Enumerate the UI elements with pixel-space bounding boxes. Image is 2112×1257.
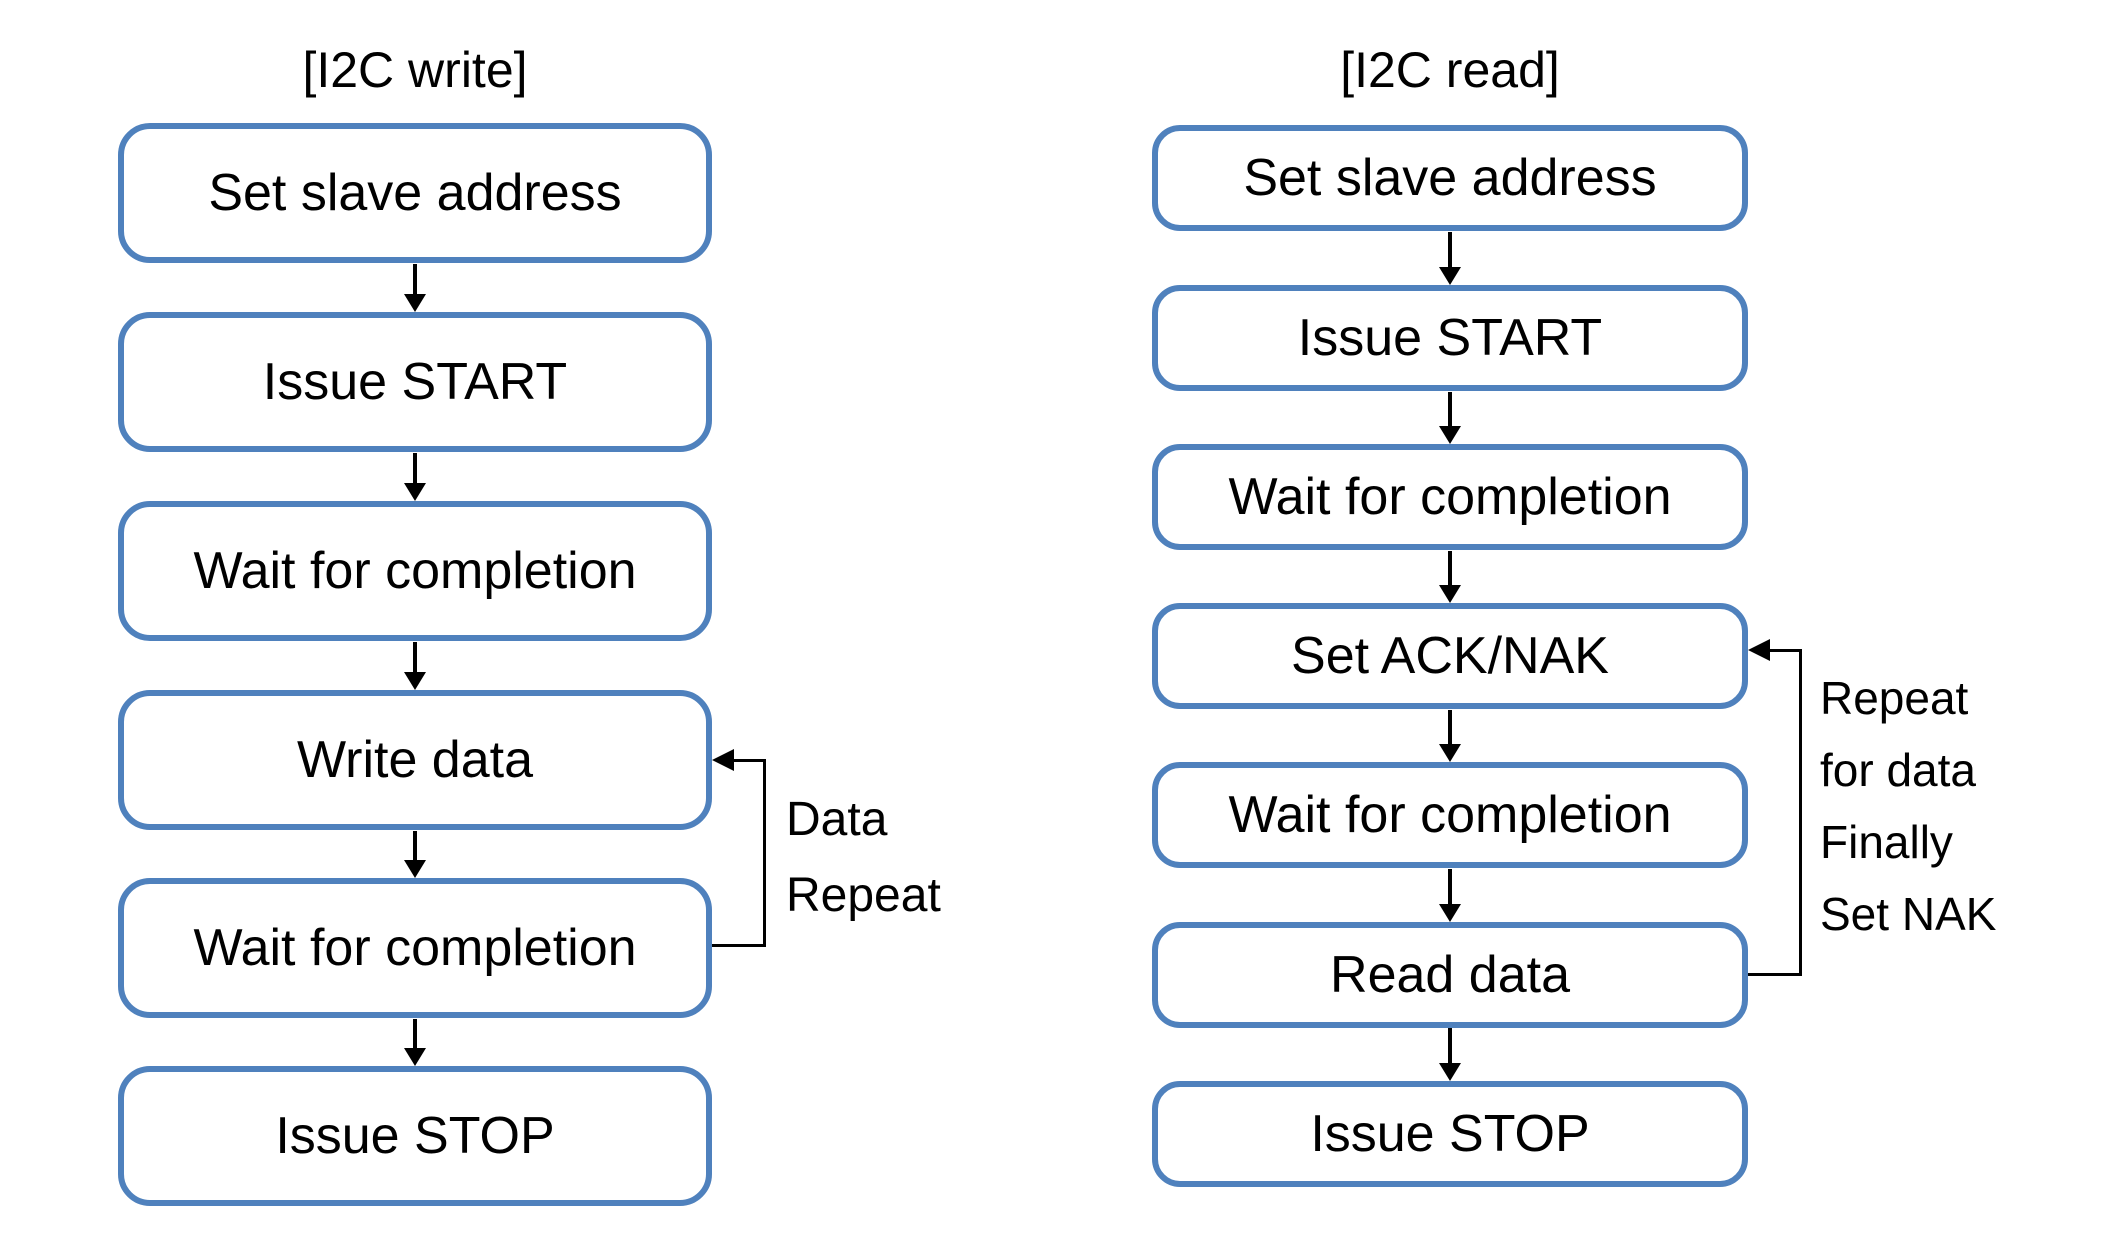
arrow-down-icon [404,453,426,501]
write-step-set-slave-address: Set slave address [118,123,712,263]
arrow-down-icon [1439,710,1461,762]
arrowhead-icon [404,483,426,501]
read-flow-title: [I2C read] [1340,42,1560,98]
arrow-down-icon [404,264,426,312]
read-loop-line-top [1770,649,1802,652]
write-flow-title: [I2C write] [302,42,528,98]
arrowhead-icon [1439,904,1461,922]
arrow-line [1448,392,1452,426]
write-loop-label-line1: Data [786,793,888,846]
arrowhead-icon [1439,585,1461,603]
write-loop-line-vertical [763,759,766,947]
write-step-write-data: Write data [118,690,712,830]
read-loop-label-line2: for data [1820,744,1976,796]
arrow-line [1448,710,1452,744]
arrow-down-icon [404,1019,426,1066]
arrow-line [413,453,417,483]
arrow-line [1448,551,1452,585]
arrow-down-icon [404,831,426,878]
read-loop-label-line1: Repeat [1820,672,1969,724]
arrowhead-icon [1439,267,1461,285]
arrow-down-icon [1439,232,1461,285]
read-step-read-data: Read data [1152,922,1748,1028]
arrowhead-icon [404,860,426,878]
read-step-issue-start: Issue START [1152,285,1748,391]
arrow-line [1448,232,1452,267]
arrowhead-icon [1439,426,1461,444]
read-step-issue-stop: Issue STOP [1152,1081,1748,1187]
read-step-set-ack-nak: Set ACK/NAK [1152,603,1748,709]
write-step-issue-stop: Issue STOP [118,1066,712,1206]
arrowhead-left-icon [1748,639,1770,661]
write-step-wait-for-completion-1: Wait for completion [118,501,712,641]
arrow-line [413,831,417,860]
arrowhead-left-icon [712,749,734,771]
write-step-wait-for-completion-2: Wait for completion [118,878,712,1018]
write-loop-line-bottom [712,944,766,947]
arrow-line [413,642,417,672]
arrowhead-icon [1439,1063,1461,1081]
arrow-line [413,264,417,294]
arrow-down-icon [1439,1028,1461,1081]
read-loop-label: Repeat for data Finally Set NAK [1820,662,1996,950]
read-loop-label-line3: Finally [1820,816,1953,868]
write-loop-line-top [734,759,766,762]
read-loop-line-vertical [1799,649,1802,976]
write-step-issue-start: Issue START [118,312,712,452]
arrowhead-icon [1439,744,1461,762]
arrow-line [1448,1028,1452,1063]
read-loop-line-bottom [1748,973,1802,976]
arrowhead-icon [404,1048,426,1066]
arrowhead-icon [404,672,426,690]
arrowhead-icon [404,294,426,312]
read-step-set-slave-address: Set slave address [1152,125,1748,231]
arrow-down-icon [1439,869,1461,922]
read-step-wait-for-completion-1: Wait for completion [1152,444,1748,550]
arrow-line [413,1019,417,1048]
read-loop-label-line4: Set NAK [1820,888,1997,940]
write-loop-label: Data Repeat [786,782,941,934]
arrow-down-icon [404,642,426,690]
read-step-wait-for-completion-2: Wait for completion [1152,762,1748,868]
write-loop-label-line2: Repeat [786,869,941,922]
arrow-line [1448,869,1452,904]
arrow-down-icon [1439,392,1461,444]
arrow-down-icon [1439,551,1461,603]
